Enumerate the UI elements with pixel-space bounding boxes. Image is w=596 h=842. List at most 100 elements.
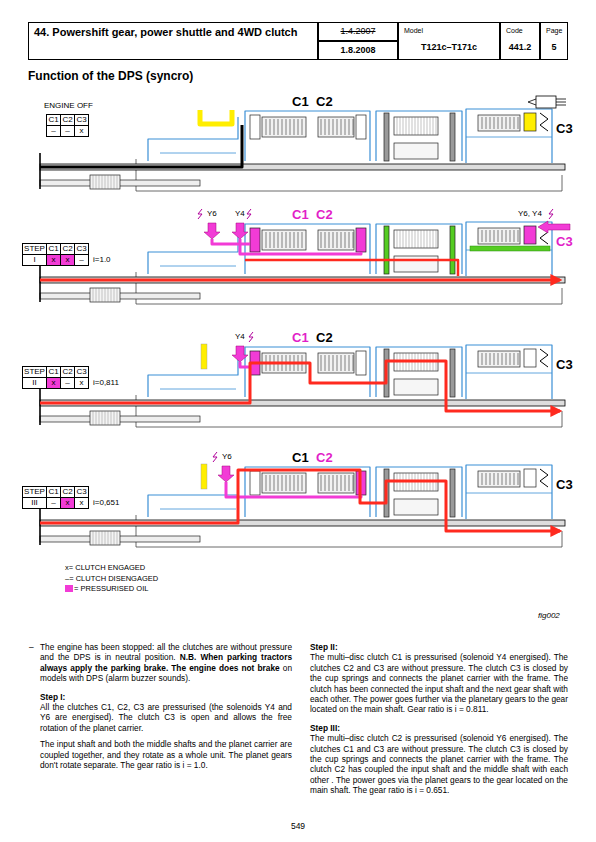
legend-text: –= CLUTCH DISENGAGED xyxy=(65,574,158,583)
section-line xyxy=(424,117,425,135)
section-line xyxy=(286,119,287,135)
solenoid-symbol xyxy=(213,452,217,462)
section-line xyxy=(282,475,283,491)
section-part xyxy=(90,411,120,425)
section-line xyxy=(274,475,275,491)
body-text: All the clutches C1, C2, C3 are pressuri… xyxy=(40,702,292,733)
state-table: ENGINE OFFC1C2C3––x xyxy=(46,114,89,137)
header-date-cell: 1.8.2008 xyxy=(318,41,398,60)
legend-row: –= CLUTCH DISENGAGED xyxy=(65,574,158,584)
section-part xyxy=(394,499,438,515)
section-line xyxy=(502,117,503,129)
section-line xyxy=(510,230,511,242)
section-line xyxy=(102,175,103,189)
table-text: – xyxy=(46,497,61,509)
section-part xyxy=(40,277,565,283)
section-line xyxy=(376,224,462,274)
section-line xyxy=(397,230,398,248)
section-line xyxy=(433,230,434,248)
section-line xyxy=(506,117,507,129)
callout-label: Y6 xyxy=(207,210,217,218)
section-line xyxy=(114,175,115,189)
callout-label: Y6 xyxy=(222,453,232,461)
section-line xyxy=(212,239,250,244)
section-line xyxy=(105,411,106,425)
section-line xyxy=(325,119,326,135)
section-line xyxy=(412,117,413,135)
section-line xyxy=(333,475,334,491)
section-line xyxy=(290,475,291,491)
section-line xyxy=(99,288,100,302)
section-line xyxy=(286,232,287,248)
section-line xyxy=(302,475,303,491)
solenoid-symbol xyxy=(247,209,251,219)
section-line xyxy=(337,119,338,135)
section-line xyxy=(114,288,115,302)
table-text: x xyxy=(46,254,61,266)
section-line xyxy=(105,531,106,545)
section-line xyxy=(321,119,322,135)
section-part xyxy=(250,471,260,495)
body-text: The multi–disc clutch C2 is pressurised … xyxy=(310,733,568,795)
section-line xyxy=(494,230,495,242)
section-line xyxy=(466,345,552,399)
section-line xyxy=(397,117,398,135)
section-line xyxy=(427,230,428,248)
section-line xyxy=(302,119,303,135)
section-line xyxy=(376,111,462,161)
section-line xyxy=(290,119,291,135)
section-line xyxy=(114,531,115,545)
text-block: Step III: xyxy=(310,723,568,733)
header-cell: Page5 xyxy=(540,22,568,60)
section-line xyxy=(278,119,279,135)
section-line xyxy=(270,119,271,135)
section-line xyxy=(321,355,322,371)
text-block: The input shaft and both the middle shaf… xyxy=(40,739,292,770)
section-line xyxy=(160,509,236,510)
table-text: x xyxy=(74,497,89,509)
header-title-cell: 44. Powershift gear, power shuttle and 4… xyxy=(28,22,318,60)
table-text: III xyxy=(22,497,47,509)
section-line xyxy=(418,117,419,135)
section-line xyxy=(266,232,267,248)
section-line xyxy=(514,473,515,485)
section-line xyxy=(498,353,499,365)
section-line xyxy=(325,232,326,248)
oil-arrow xyxy=(538,221,570,233)
oil-arrow xyxy=(218,466,234,482)
section-line xyxy=(325,475,326,491)
clutch-label: C1 xyxy=(292,451,309,464)
section-part xyxy=(201,344,207,369)
section-line xyxy=(345,355,346,371)
callout-label: Y6, Y4 xyxy=(518,210,542,218)
section-line xyxy=(40,470,560,531)
legend-text: x= CLUTCH ENGAGED xyxy=(65,563,145,572)
clutch-label: C3 xyxy=(556,122,573,135)
solenoid-symbol xyxy=(249,332,253,342)
section-part xyxy=(450,113,455,161)
section-line xyxy=(400,230,401,248)
section-line xyxy=(294,475,295,491)
table-text: x xyxy=(74,125,89,137)
section-line xyxy=(278,475,279,491)
section-line xyxy=(466,493,552,494)
section-line xyxy=(108,531,109,545)
clutch-label: C1 xyxy=(292,331,309,344)
state-table: STEPIC1C2C3xx–i=1.0 xyxy=(22,243,89,266)
solenoid-symbol xyxy=(198,209,202,219)
section-line xyxy=(490,117,491,129)
section-line xyxy=(403,230,404,248)
section-part xyxy=(262,473,306,493)
section-part xyxy=(450,349,455,397)
clutch-label: C2 xyxy=(316,208,333,221)
section-line xyxy=(93,531,94,545)
header-text: Model xyxy=(404,26,494,35)
clutch-label: C1 xyxy=(292,95,309,108)
section-line xyxy=(294,119,295,135)
legend-text: = PRESSURISED OIL xyxy=(74,584,148,593)
section-part xyxy=(524,113,536,131)
section-line xyxy=(111,288,112,302)
text-block: The multi–disc clutch C1 is pressurised … xyxy=(310,652,568,714)
section-line xyxy=(99,411,100,425)
